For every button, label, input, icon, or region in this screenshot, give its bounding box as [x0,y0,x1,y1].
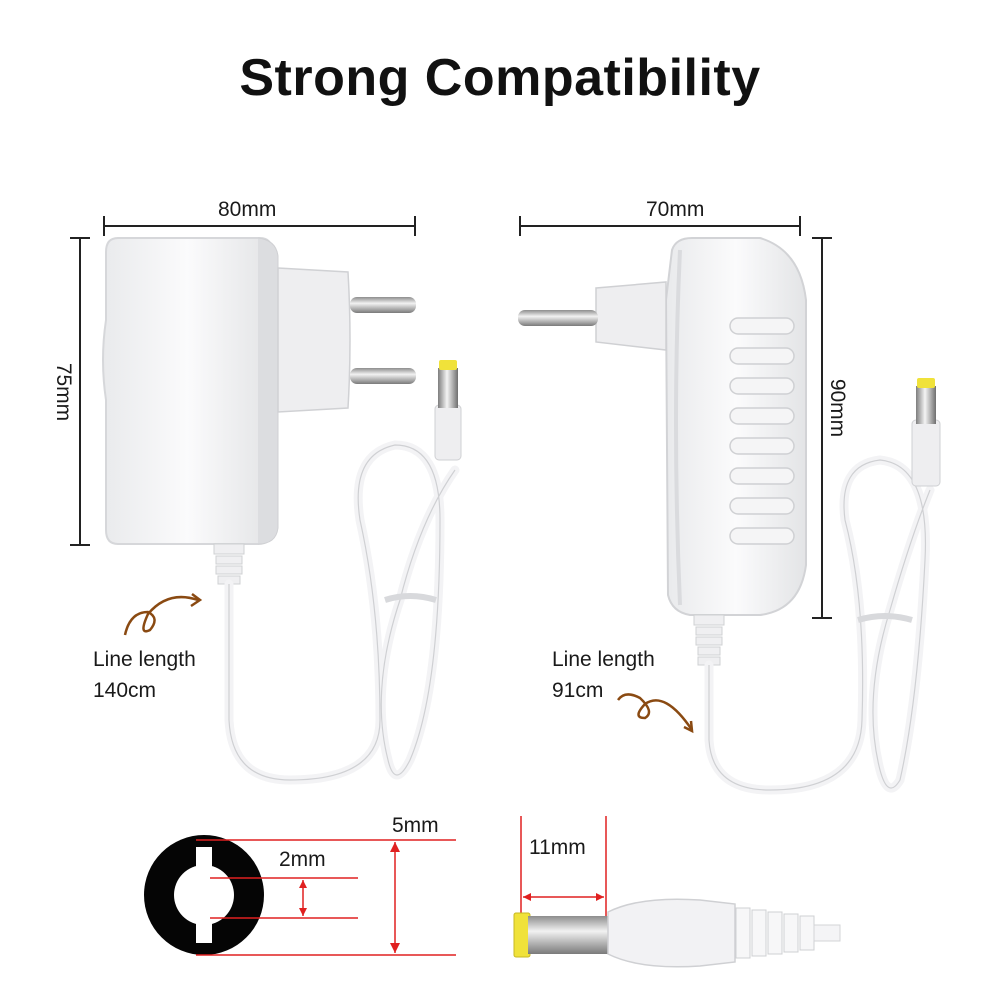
connector-cross-section [144,835,456,956]
left-height-label: 75mm [52,362,76,422]
right-height-dimension [812,237,832,619]
left-line-length-value: 140cm [93,679,157,702]
vent-slots [729,317,795,545]
left-width-dimension [103,216,416,236]
right-line-length-label: Line length [552,648,655,671]
left-width-label: 80mm [218,198,277,221]
right-width-dimension [519,216,801,236]
outer-diameter-label: 5mm [392,814,439,837]
right-width-label: 70mm [646,198,705,221]
connector-side-view [513,816,841,968]
right-height-label: 90mm [826,378,850,438]
left-line-length-label: Line length [93,648,196,671]
left-height-dimension [70,237,90,546]
right-adapter [518,216,941,795]
inner-diameter-label: 2mm [279,848,326,871]
left-adapter [70,216,462,785]
page-title: Strong Compatibility [239,49,761,107]
right-line-length-value: 91cm [552,679,604,702]
plug-length-label: 11mm [529,836,586,859]
